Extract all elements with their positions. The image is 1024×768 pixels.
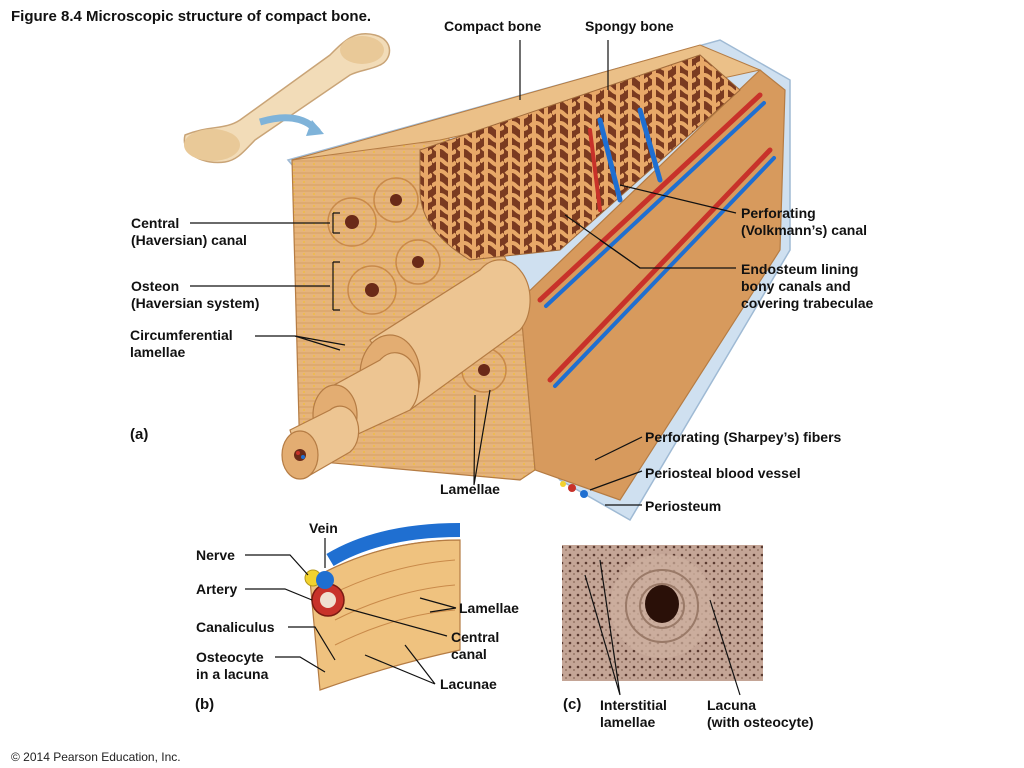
label-sharpey-fibers: Perforating (Sharpey’s) fibers: [645, 429, 842, 445]
label-artery: Artery: [196, 581, 238, 597]
label-central-canal: Central (Haversian) canal: [131, 215, 247, 248]
label-lacuna-osteocyte: Lacuna (with osteocyte): [707, 697, 814, 730]
label-lamellae-b: Lamellae: [459, 600, 519, 616]
osteon-cylinders: [281, 259, 531, 480]
label-osteon: Osteon (Haversian system): [131, 278, 260, 311]
label-perforating-canal: Perforating (Volkmann’s) canal: [741, 205, 868, 238]
label-central-canal-b: Central canal: [451, 629, 500, 662]
leader-lines-c: [584, 559, 741, 696]
leader-lines-a: [190, 40, 737, 506]
bone-top-face: [291, 44, 762, 161]
spongy-bone-region: [419, 54, 741, 261]
label-periosteal-vessel: Periosteal blood vessel: [645, 465, 801, 481]
label-lamellae-a: Lamellae: [440, 481, 500, 497]
label-periosteum: Periosteum: [645, 498, 722, 514]
label-canaliculus: Canaliculus: [196, 619, 275, 635]
part-b-tag: (b): [195, 696, 215, 713]
micrograph-c: [562, 545, 763, 681]
side-vessels: [537, 92, 776, 388]
periosteum-vessels: [560, 481, 588, 498]
copyright-notice: © 2014 Pearson Education, Inc.: [11, 750, 181, 764]
label-osteocyte: Osteocyte in a lacuna: [196, 649, 269, 682]
label-interstitial-lamellae: Interstitial lamellae: [600, 697, 667, 730]
label-compact-bone: Compact bone: [444, 18, 542, 34]
label-endosteum: Endosteum lining bony canals and coverin…: [741, 261, 874, 311]
part-a-tag: (a): [130, 426, 149, 443]
label-spongy-bone: Spongy bone: [585, 18, 674, 34]
osteon-canals: [327, 177, 507, 393]
label-vein: Vein: [309, 520, 338, 536]
label-circumferential-lamellae: Circumferential lamellae: [130, 327, 233, 360]
leader-lines-b: [245, 538, 457, 685]
figure-title: Figure 8.4 Microscopic structure of comp…: [11, 8, 372, 25]
part-c-tag: (c): [563, 696, 582, 713]
osteon-block-b: [304, 523, 461, 691]
label-lacunae: Lacunae: [440, 676, 497, 692]
long-bone-icon: [183, 33, 391, 164]
label-nerve: Nerve: [196, 547, 235, 563]
